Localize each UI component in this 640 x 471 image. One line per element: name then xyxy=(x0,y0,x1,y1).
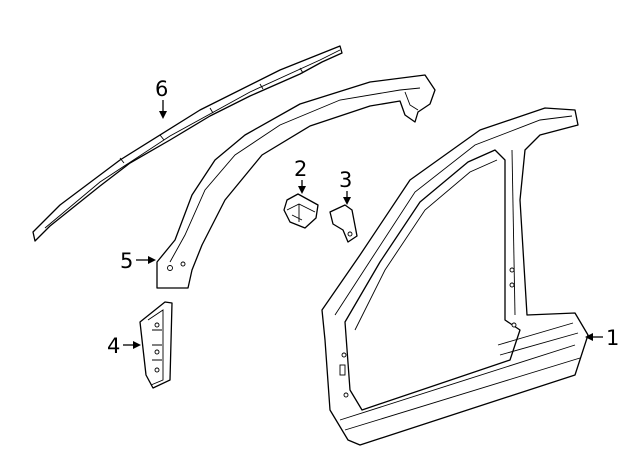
part-5-windshield-pillar xyxy=(156,74,436,289)
callout-3: 3 xyxy=(339,168,352,205)
svg-text:5: 5 xyxy=(120,249,133,273)
callout-4: 4 xyxy=(107,334,141,358)
svg-text:4: 4 xyxy=(107,334,120,358)
svg-text:3: 3 xyxy=(339,168,352,192)
svg-text:6: 6 xyxy=(155,77,168,101)
callout-6: 6 xyxy=(155,77,168,119)
part-6-roof-rail-strip xyxy=(32,45,343,242)
part-2-bracket xyxy=(283,193,319,229)
callout-1: 1 xyxy=(585,326,619,350)
part-3-bracket xyxy=(329,204,358,243)
svg-text:2: 2 xyxy=(294,157,307,181)
part-4-reinforcement xyxy=(139,301,173,389)
part-1-side-panel xyxy=(321,107,589,446)
svg-text:1: 1 xyxy=(606,326,619,350)
callout-2: 2 xyxy=(294,157,307,194)
callout-5: 5 xyxy=(120,249,156,273)
